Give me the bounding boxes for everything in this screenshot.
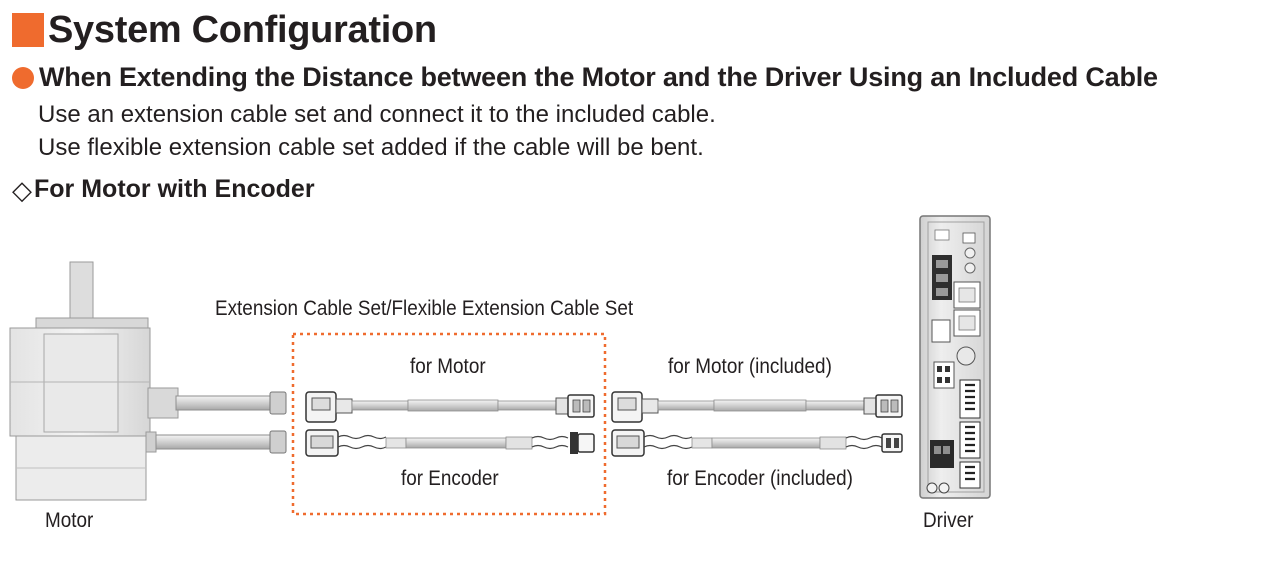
section-title: When Extending the Distance between the … <box>39 62 1158 92</box>
inc-motor-label: for Motor (included) <box>668 355 832 378</box>
included-encoder-cable <box>611 429 903 457</box>
section-description-line: Use flexible extension cable set added i… <box>38 134 704 161</box>
section-heading: When Extending the Distance between the … <box>12 62 1158 93</box>
extension-encoder-cable <box>305 429 595 457</box>
driver-label: Driver <box>923 509 974 532</box>
diamond-outline-icon: ◇ <box>12 174 32 205</box>
orange-bullet-icon <box>12 66 34 89</box>
ext-motor-label: for Motor <box>410 355 486 378</box>
subsection-title: For Motor with Encoder <box>34 175 315 203</box>
motor <box>9 261 287 501</box>
page-title: System Configuration <box>48 8 437 51</box>
driver <box>919 215 991 499</box>
extension-set-label: Extension Cable Set/Flexible Extension C… <box>215 297 634 320</box>
motor-label: Motor <box>45 509 94 532</box>
extension-motor-cable <box>305 391 595 423</box>
extension-set-box <box>291 332 607 516</box>
subsection-heading: ◇ For Motor with Encoder <box>12 175 315 204</box>
page-header: System Configuration <box>12 8 437 52</box>
inc-encoder-label: for Encoder (included) <box>667 467 853 490</box>
ext-encoder-label: for Encoder <box>401 467 499 490</box>
section-description-line: Use an extension cable set and connect i… <box>38 101 716 128</box>
orange-square-icon <box>12 13 44 47</box>
included-motor-cable <box>611 391 903 423</box>
